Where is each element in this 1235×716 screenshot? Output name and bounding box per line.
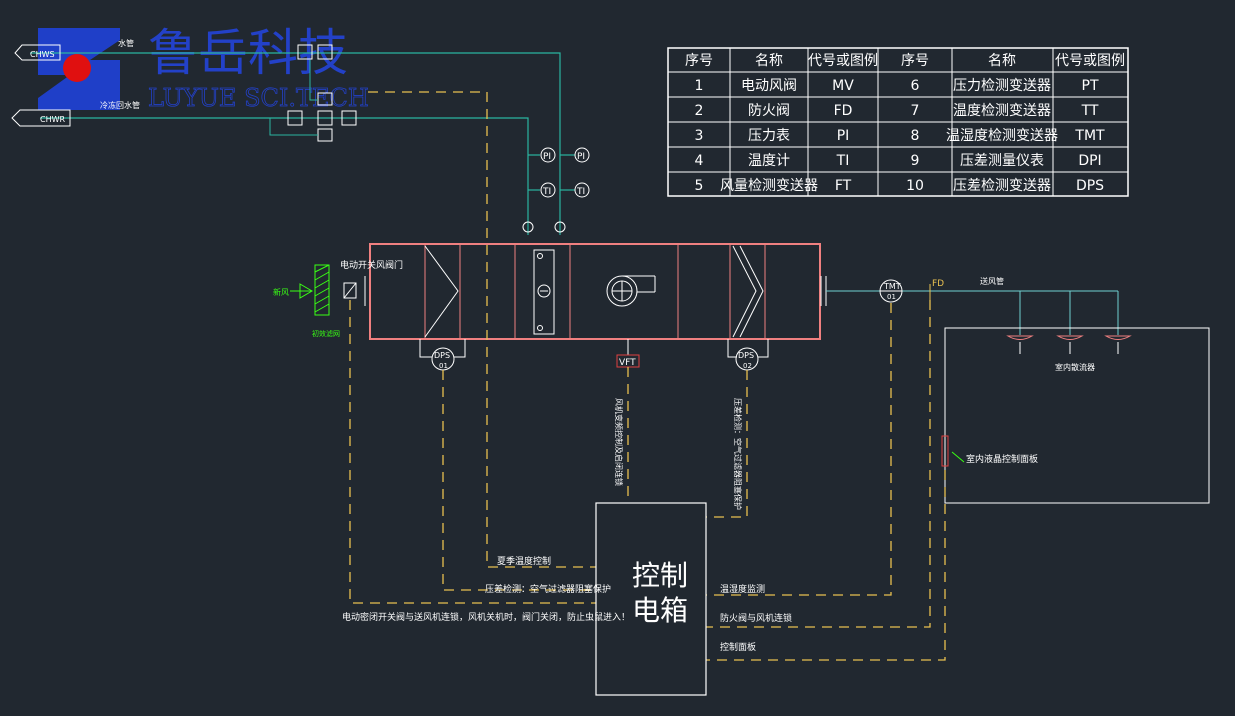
note-filter-left: 压差检测：空气过滤器阻塞保护 [485, 583, 611, 595]
legend-header: 序号 [685, 53, 713, 69]
legend-cell: MV [832, 78, 854, 94]
legend-cell: 7 [911, 103, 920, 119]
legend-cell: 10 [906, 178, 924, 194]
legend-cell: 压差检测变送器 [953, 178, 1051, 194]
control-lines [349, 91, 946, 661]
dps02-note: 压差检测：空气过滤器阻塞保护 [733, 398, 743, 510]
filter-note: 初效滤网 [312, 329, 340, 338]
damper-label: 电动开关风阀门 [340, 259, 403, 271]
control-box-line1: 控制 [632, 559, 688, 592]
legend-cell: 压差测量仪表 [960, 153, 1044, 169]
chws-label: CHWS [30, 50, 55, 59]
return-label: 冷冻回水管 [100, 100, 140, 110]
vft-note: 风机变频控制及启闭连锁 [614, 398, 624, 486]
supply-duct: 送风管 TMT 01 FD [826, 276, 1119, 335]
gauges: PI PI TI TI [522, 147, 590, 233]
legend-cell: PI [837, 128, 850, 144]
legend-cell: PT [1082, 78, 1099, 94]
legend-cell: 3 [695, 128, 704, 144]
legend-table: 序号 名称 代号或图例 序号 名称 代号或图例 1 电动风阀 MV 6 压力检测变送器 PT 2 防火阀 F… [667, 47, 1129, 197]
legend-cell: TI [836, 153, 850, 169]
legend-cell: 8 [911, 128, 920, 144]
vft-label: VFT [619, 358, 636, 368]
tmt-bottom: 01 [887, 293, 896, 301]
legend-cell: FT [835, 178, 852, 194]
legend-cell: 9 [911, 153, 920, 169]
legend-cell: 6 [911, 78, 920, 94]
legend-header: 代号或图例 [808, 53, 878, 69]
legend-cell: 防火阀 [748, 103, 790, 119]
pipe-labels: CHWS CHWR 水管 冷冻回水管 [11, 38, 140, 127]
water-pipes [30, 52, 575, 235]
control-box-line2: 电箱 [632, 594, 688, 627]
dps02-top: DPS [738, 351, 754, 360]
pi-gauge-2: PI [577, 152, 585, 162]
legend-cell: FD [834, 103, 853, 119]
note-panel: 控制面板 [720, 641, 756, 653]
fire-damper-label: FD [932, 279, 944, 289]
note-summer: 夏季温度控制 [497, 555, 551, 567]
note-interlock: 电动密闭开关阀与送风机连锁，风机关机时，阀门关闭，防止虫鼠进入！ [342, 611, 630, 623]
pipe-valves [269, 44, 357, 142]
control-box: 控制 电箱 [595, 502, 707, 696]
diffuser-label: 室内散流器 [1055, 362, 1095, 372]
note-fire: 防火阀与风机连锁 [720, 612, 792, 624]
legend-cell: 4 [695, 153, 704, 169]
room: 室内散流器 室内液晶控制面板 [941, 327, 1210, 504]
legend-cell: 压力检测变送器 [953, 78, 1051, 94]
ti-gauge-1: TI [542, 187, 551, 197]
pi-gauge-1: PI [543, 152, 551, 162]
dps01-top: DPS [434, 351, 450, 360]
legend-header: 序号 [901, 53, 929, 69]
company-logo: 鲁岳科技 LUYUE SCI.TECH [38, 24, 369, 112]
tmt-top: TMT [883, 282, 901, 291]
legend-header: 名称 [755, 53, 783, 69]
legend-cell: 温度检测变送器 [953, 103, 1051, 119]
fresh-air-inlet: 新风 电动开关风阀门 初效滤网 [273, 259, 403, 338]
legend-header: 代号或图例 [1055, 53, 1125, 69]
legend-cell: 电动风阀 [741, 78, 797, 94]
sensors: DPS 01 DPS 02 VFT [419, 339, 769, 371]
supply-duct-label: 送风管 [980, 276, 1004, 286]
ti-gauge-2: TI [576, 187, 585, 197]
logo-text-en: LUYUE SCI.TECH [148, 84, 369, 112]
legend-cell: 风量检测变送器 [720, 178, 818, 194]
chwr-label: CHWR [40, 115, 66, 124]
air-handling-unit [364, 243, 827, 340]
dps02-bottom: 02 [743, 362, 752, 370]
legend-header: 名称 [988, 53, 1016, 69]
logo-dot [63, 54, 91, 82]
legend-cell: DPS [1076, 178, 1104, 194]
supply-label: 水管 [118, 38, 134, 48]
dps01-bottom: 01 [439, 362, 448, 370]
legend-cell: DPI [1078, 153, 1101, 169]
legend-cell: 温湿度检测变送器 [946, 128, 1058, 144]
legend-cell: 压力表 [748, 128, 790, 144]
note-temp-hum: 温湿度监测 [720, 583, 765, 595]
fresh-air-label: 新风 [273, 287, 289, 297]
legend-cell: 1 [695, 78, 704, 94]
legend-cell: 2 [695, 103, 704, 119]
legend-cell: TT [1081, 103, 1099, 119]
panel-label: 室内液晶控制面板 [966, 453, 1038, 465]
legend-cell: 温度计 [748, 153, 790, 169]
legend-cell: 5 [695, 178, 704, 194]
legend-cell: TMT [1074, 128, 1105, 144]
